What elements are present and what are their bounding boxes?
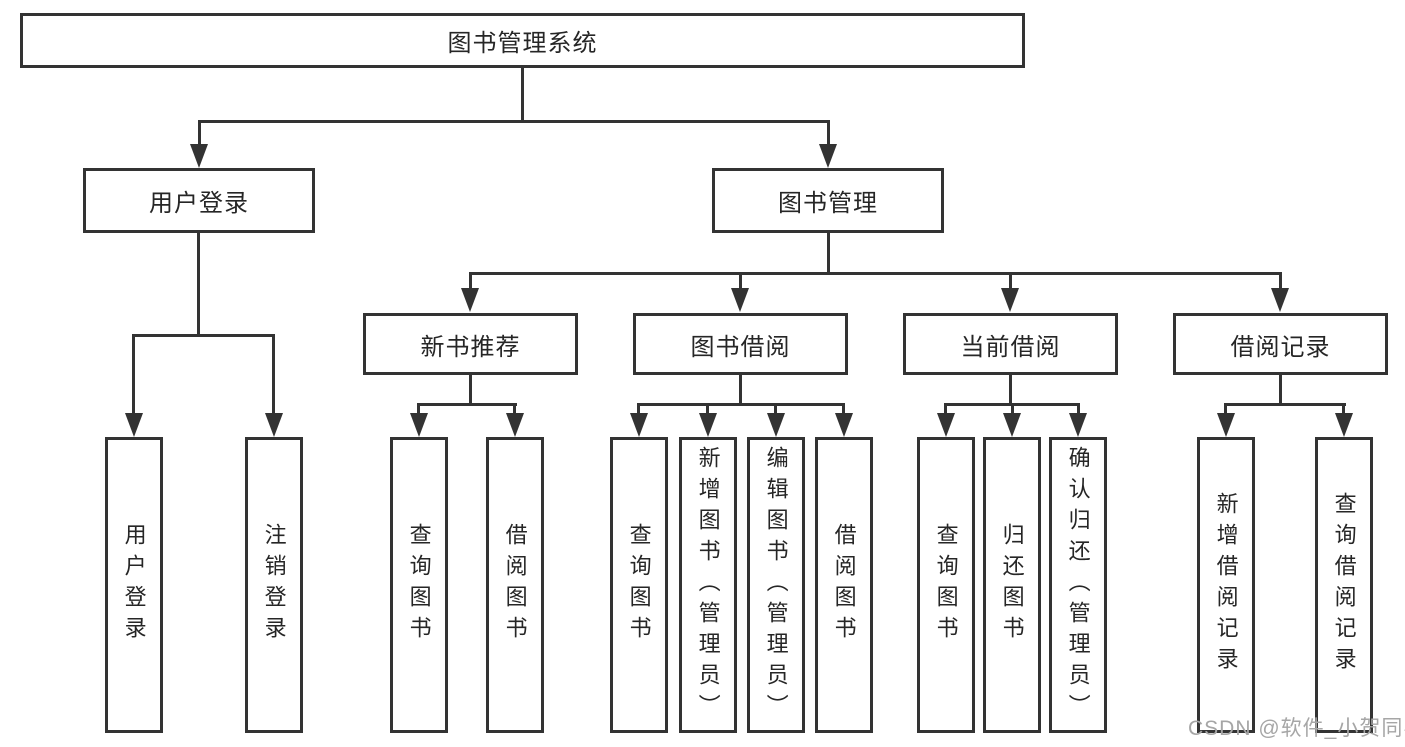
connector-line <box>1011 403 1014 418</box>
node-leaf-add-borrow-record-label: 新增借阅记录 <box>1213 492 1239 678</box>
node-leaf-user-login: 用户登录 <box>105 437 163 733</box>
connector-line <box>197 233 200 337</box>
connector-line <box>1279 375 1282 406</box>
connector-line <box>469 272 1282 275</box>
node-book-borrow-label: 图书借阅 <box>690 333 791 361</box>
node-leaf-edit-books-admin-label: 编辑图书（管理员） <box>763 445 789 725</box>
arrow-down-icon <box>461 288 479 312</box>
connector-line <box>1224 403 1346 406</box>
connector-line <box>469 375 472 406</box>
node-leaf-confirm-return-admin-label: 确认归还（管理员） <box>1065 445 1091 725</box>
node-new-book-recommend-label: 新书推荐 <box>420 333 521 361</box>
node-leaf-query-borrow-record: 查询借阅记录 <box>1315 437 1373 733</box>
connector-line <box>521 68 524 122</box>
node-leaf-add-borrow-record: 新增借阅记录 <box>1197 437 1255 733</box>
node-user-login-branch: 用户登录 <box>83 168 315 233</box>
arrow-down-icon <box>506 413 524 437</box>
arrow-down-icon <box>1271 288 1289 312</box>
node-new-book-recommend: 新书推荐 <box>363 313 578 375</box>
arrow-down-icon <box>410 413 428 437</box>
node-leaf-return-books: 归还图书 <box>983 437 1041 733</box>
connector-line <box>827 233 830 275</box>
node-root-label: 图书管理系统 <box>447 30 598 57</box>
arrow-down-icon <box>767 413 785 437</box>
node-user-login-branch-label: 用户登录 <box>149 190 249 217</box>
node-leaf-edit-books-admin: 编辑图书（管理员） <box>747 437 805 733</box>
arrow-down-icon <box>630 413 648 437</box>
node-leaf-add-books-admin-label: 新增图书（管理员） <box>695 445 721 725</box>
connector-line <box>132 334 275 337</box>
node-leaf-confirm-return-admin: 确认归还（管理员） <box>1049 437 1107 733</box>
connector-line <box>469 272 472 292</box>
connector-line <box>198 120 830 123</box>
csdn-watermark: CSDN @软件_小贺同学 <box>1188 717 1405 740</box>
node-leaf-return-books-label: 归还图书 <box>999 523 1025 647</box>
node-root: 图书管理系统 <box>20 13 1025 68</box>
node-book-management-branch: 图书管理 <box>712 168 944 233</box>
node-leaf-add-books-admin: 新增图书（管理员） <box>679 437 737 733</box>
arrow-down-icon <box>125 413 143 437</box>
node-leaf-query-borrow-record-label: 查询借阅记录 <box>1331 492 1357 678</box>
node-leaf-borrow-query-books: 查询图书 <box>610 437 668 733</box>
arrow-down-icon <box>731 288 749 312</box>
arrow-down-icon <box>190 144 208 168</box>
node-leaf-borrow-borrow-books: 借阅图书 <box>815 437 873 733</box>
node-leaf-recommend-borrow-books: 借阅图书 <box>486 437 544 733</box>
arrow-down-icon <box>1335 413 1353 437</box>
node-leaf-logout: 注销登录 <box>245 437 303 733</box>
connector-line <box>1224 403 1227 418</box>
connector-line <box>774 403 777 418</box>
arrow-down-icon <box>1069 413 1087 437</box>
node-leaf-current-query-books: 查询图书 <box>917 437 975 733</box>
node-leaf-borrow-borrow-books-label: 借阅图书 <box>831 523 857 647</box>
node-book-management-branch-label: 图书管理 <box>778 190 878 217</box>
connector-line <box>132 334 135 416</box>
connector-line <box>637 403 845 406</box>
connector-line <box>513 403 516 418</box>
connector-line <box>637 403 640 418</box>
node-leaf-recommend-query-books: 查询图书 <box>390 437 448 733</box>
node-leaf-user-login-label: 用户登录 <box>121 523 147 647</box>
arrow-down-icon <box>1217 413 1235 437</box>
arrow-down-icon <box>937 413 955 437</box>
connector-line <box>1077 403 1080 418</box>
connector-line <box>272 334 275 416</box>
connector-line <box>944 403 947 418</box>
arrow-down-icon <box>1001 288 1019 312</box>
connector-line <box>417 403 517 406</box>
connector-line <box>1342 403 1345 418</box>
connector-line <box>1279 272 1282 292</box>
node-book-borrow: 图书借阅 <box>633 313 848 375</box>
connector-line <box>198 120 201 148</box>
arrow-down-icon <box>1003 413 1021 437</box>
connector-line <box>739 272 742 292</box>
arrow-down-icon <box>819 144 837 168</box>
node-leaf-borrow-query-books-label: 查询图书 <box>626 523 652 647</box>
arrow-down-icon <box>699 413 717 437</box>
node-leaf-current-query-books-label: 查询图书 <box>933 523 959 647</box>
node-leaf-recommend-query-books-label: 查询图书 <box>406 523 432 647</box>
connector-line <box>739 375 742 406</box>
connector-line <box>827 120 830 148</box>
arrow-down-icon <box>835 413 853 437</box>
node-borrow-records: 借阅记录 <box>1173 313 1388 375</box>
connector-line <box>417 403 420 418</box>
node-current-borrow-label: 当前借阅 <box>960 333 1061 361</box>
node-leaf-logout-label: 注销登录 <box>261 523 287 647</box>
connector-line <box>1009 375 1012 406</box>
arrow-down-icon <box>265 413 283 437</box>
connector-line <box>1009 272 1012 292</box>
node-current-borrow: 当前借阅 <box>903 313 1118 375</box>
connector-line <box>706 403 709 418</box>
node-leaf-recommend-borrow-books-label: 借阅图书 <box>502 523 528 647</box>
connector-line <box>842 403 845 418</box>
node-borrow-records-label: 借阅记录 <box>1230 333 1331 361</box>
